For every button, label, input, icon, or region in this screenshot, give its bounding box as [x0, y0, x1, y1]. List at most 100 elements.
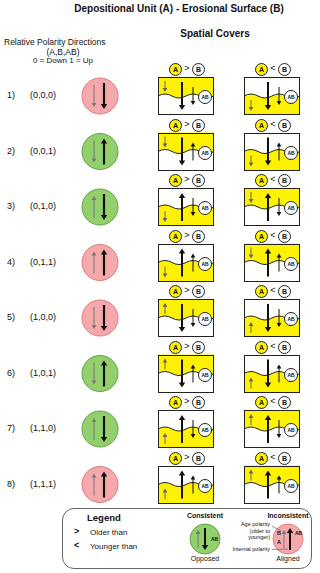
ab-circle-label: AB — [284, 90, 298, 104]
row-number: 4) — [7, 257, 15, 267]
arrow-head — [277, 365, 282, 369]
arrow-shaft — [94, 200, 95, 219]
ab-circle-label: AB — [198, 368, 212, 382]
ab-circle-label: AB — [198, 90, 212, 104]
unit-circle-letter: A — [255, 396, 268, 409]
diagram-title: Depositional Unit (A) - Erosional Surfac… — [40, 3, 318, 14]
arrow-shaft — [267, 420, 269, 444]
ab-circle-label: AB — [284, 312, 298, 326]
arrow-head — [265, 383, 271, 388]
spatial-cover-panel: A<BAB — [244, 188, 300, 226]
unit-circle-letter: A — [169, 174, 182, 187]
arrow-shaft — [94, 141, 95, 160]
age-relation-symbol: > — [184, 451, 190, 464]
arrow-shaft — [193, 146, 194, 161]
surface-circle-letter: B — [278, 341, 291, 354]
arrow-head — [249, 378, 254, 382]
arrow-shaft — [279, 87, 280, 102]
surface-circle-letter: B — [278, 119, 291, 132]
arrow-head — [191, 434, 196, 438]
polarity-circle — [82, 189, 118, 225]
arrow-shaft — [165, 211, 166, 219]
inconsistent-sample — [273, 524, 303, 554]
arrow-head — [163, 303, 168, 307]
arrow-shaft — [193, 198, 194, 213]
unit-circle-letter: A — [255, 174, 268, 187]
key-note: 0 = Down 1 = Up — [8, 56, 118, 65]
surface-circle-letter: B — [192, 341, 205, 354]
unit-circle-letter: A — [169, 119, 182, 132]
arrow-shaft — [193, 479, 194, 494]
arrow-shaft — [94, 307, 95, 326]
arrow-shaft — [284, 534, 285, 549]
arrow-head — [163, 88, 168, 92]
arrow-head — [191, 101, 196, 105]
surface-circle-letter: B — [278, 174, 291, 187]
arrow-head — [287, 528, 293, 533]
arrow-head — [265, 193, 271, 198]
arrow-head — [191, 365, 196, 369]
unit-circle-letter: A — [169, 230, 182, 243]
polarity-triplet: (1,1,0) — [30, 423, 56, 433]
arrow-head — [163, 433, 168, 437]
arrow-head — [101, 215, 107, 220]
polarity-circle — [82, 245, 118, 281]
row-number: 7) — [7, 423, 15, 433]
arrow-shaft — [103, 254, 105, 276]
arrow-shaft — [103, 143, 105, 165]
polarity-triplet: (0,1,0) — [30, 201, 56, 211]
arrow-head — [179, 415, 185, 420]
arrow-head — [92, 103, 97, 107]
spatial-cover-panel: A<BAB — [244, 244, 300, 282]
arrow-head — [265, 471, 271, 476]
arrow-head — [163, 489, 168, 493]
arrow-shaft — [94, 477, 95, 496]
arrow-shaft — [251, 248, 252, 256]
surface-circle-letter: B — [192, 285, 205, 298]
arrow-head — [179, 249, 185, 254]
arrow-head — [92, 252, 97, 256]
arrow-shaft — [181, 198, 183, 222]
arrow-shaft — [94, 255, 95, 274]
arrow-shaft — [279, 368, 280, 383]
arrow-head — [191, 323, 196, 327]
spatial-cover-panel: A>BAB — [158, 355, 214, 393]
age-relation-symbol: > — [184, 173, 190, 186]
arrow-shaft — [193, 257, 194, 272]
ab-circle-label: AB — [284, 423, 298, 437]
spatial-cover-panel: A>BAB — [158, 410, 214, 448]
surface-circle-letter: B — [278, 396, 291, 409]
arrow-head — [277, 323, 282, 327]
arrow-shaft — [103, 83, 105, 105]
legend-box: LegendConsistentABOpposedInconsistentABB… — [62, 508, 312, 569]
spatial-cover-panel: A<BAB — [244, 299, 300, 337]
arrow-head — [265, 249, 271, 254]
surface-circle-letter: B — [192, 452, 205, 465]
arrow-shaft — [267, 82, 269, 106]
arrow-head — [249, 470, 254, 474]
arrow-shaft — [165, 307, 166, 315]
arrow-shaft — [198, 534, 199, 549]
arrow-head — [249, 107, 254, 111]
arrow-head — [92, 474, 97, 478]
unit-circle-letter: A — [169, 63, 182, 76]
arrow-shaft — [181, 304, 183, 328]
arrow-shaft — [103, 476, 105, 498]
arrow-shaft — [279, 420, 280, 435]
arrow-shaft — [267, 198, 269, 222]
polarity-circle — [82, 78, 118, 114]
arrow-head — [277, 254, 282, 258]
age-relation-symbol: > — [184, 340, 190, 353]
polarity-triplet: (0,1,1) — [30, 257, 56, 267]
polarity-triplet: (1,1,1) — [30, 479, 56, 489]
spatial-cover-panel: A>BAB — [158, 133, 214, 171]
ab-circle-label: AB — [284, 146, 298, 160]
arrow-shaft — [279, 479, 280, 494]
arrow-shaft — [165, 267, 166, 275]
b-label: B — [277, 530, 281, 536]
spatial-cover-panel: A>BAB — [158, 466, 214, 504]
row-number: 5) — [7, 312, 15, 322]
arrow-head — [179, 193, 185, 198]
arrow-shaft — [279, 146, 280, 161]
spatial-cover-panel: A<BAB — [244, 355, 300, 393]
